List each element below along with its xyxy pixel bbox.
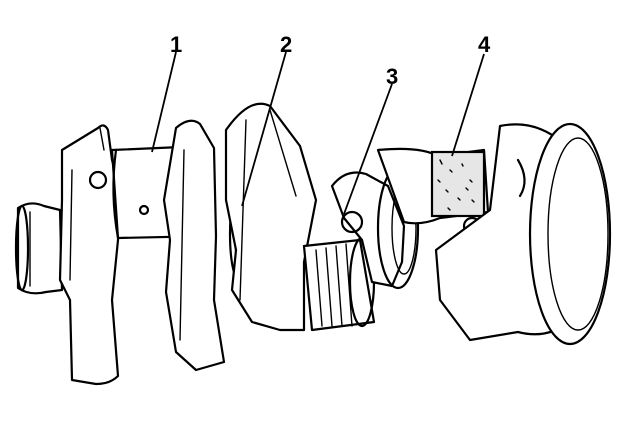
leader-1 xyxy=(151,51,177,153)
crankshaft-nose xyxy=(14,202,64,295)
counterweight-3 xyxy=(224,102,318,332)
counterweight-front xyxy=(58,124,122,386)
rod-journal-4 xyxy=(376,147,490,236)
callout-3: 3 xyxy=(386,64,398,89)
counterweight-4 xyxy=(330,166,420,290)
callout-labels: 1 2 3 4 xyxy=(170,32,491,89)
leader-2 xyxy=(241,51,287,207)
callout-1: 1 xyxy=(170,32,182,57)
callout-leaders xyxy=(151,51,485,215)
leader-4 xyxy=(451,53,485,157)
leader-3 xyxy=(343,83,393,215)
main-journal-3 xyxy=(302,236,376,332)
counterweight-2 xyxy=(162,119,226,372)
callout-2: 2 xyxy=(280,32,292,57)
rear-flange xyxy=(434,122,612,346)
callout-4: 4 xyxy=(478,32,491,57)
